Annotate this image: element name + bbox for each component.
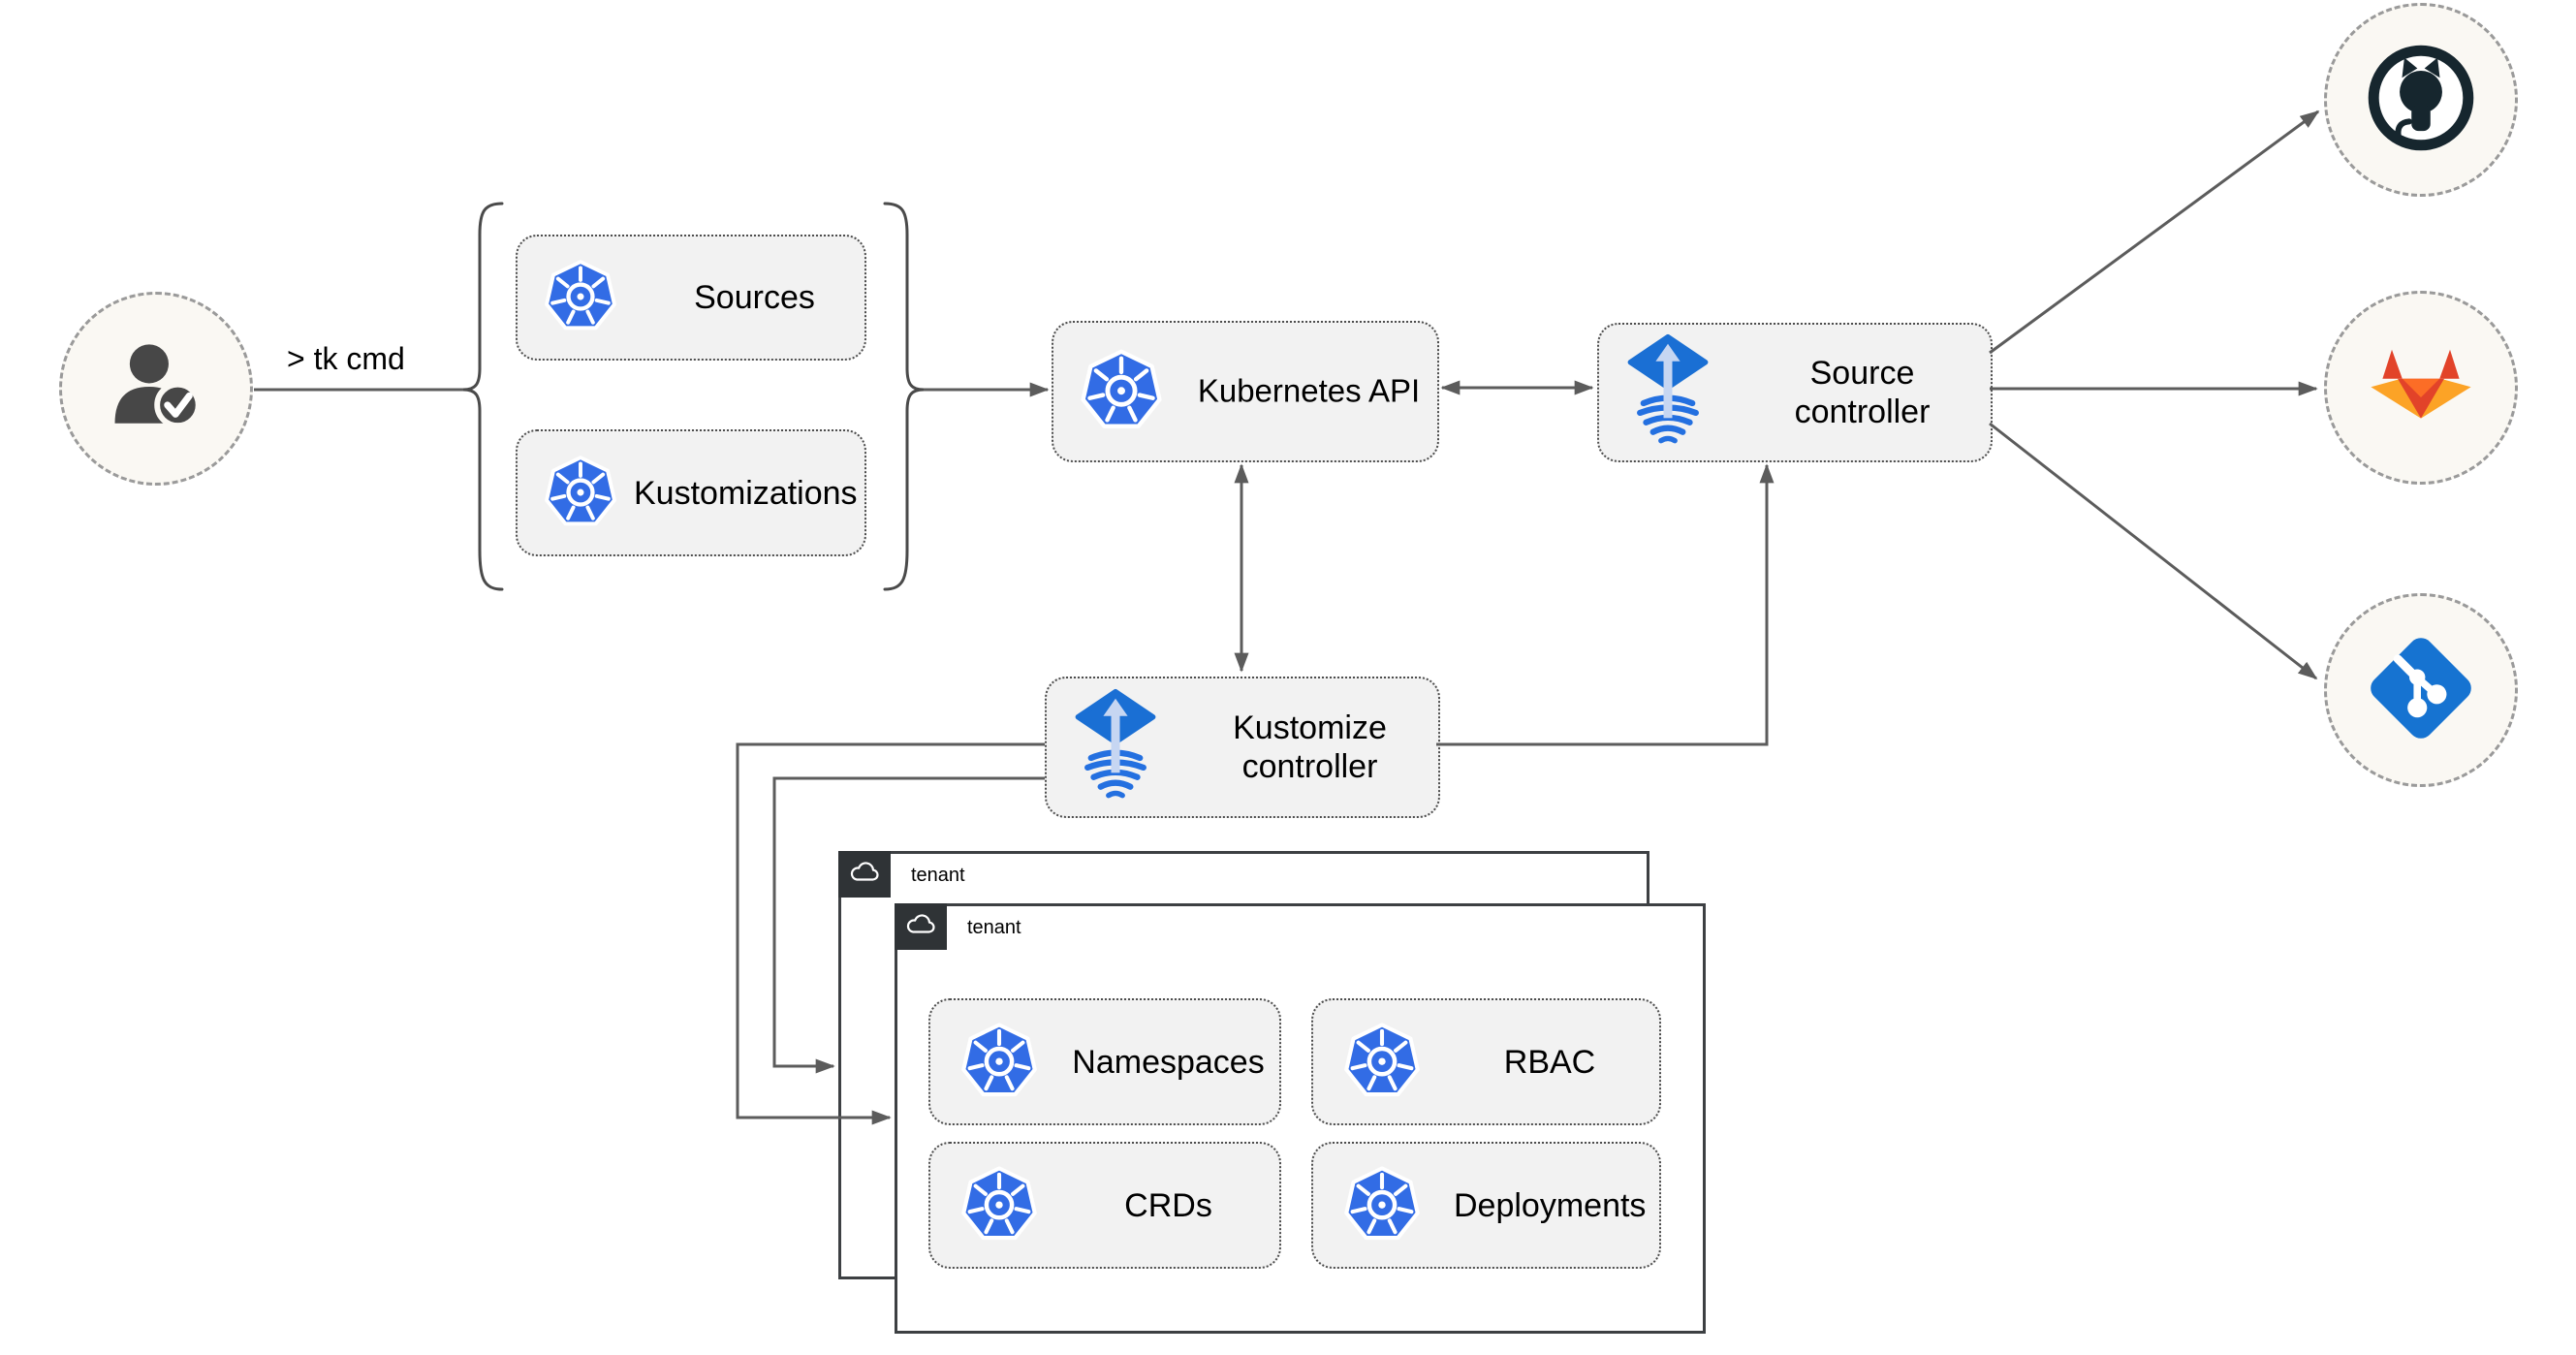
namespaces-box: Namespaces	[928, 998, 1281, 1125]
kustomizations-box: Kustomizations	[516, 429, 866, 556]
user-check-icon	[99, 330, 213, 449]
deployments-label: Deployments	[1454, 1186, 1647, 1224]
kubernetes-wheel-icon	[1342, 1163, 1422, 1247]
namespaces-label: Namespaces	[1072, 1043, 1265, 1081]
source-controller-box: Source controller	[1597, 323, 1993, 462]
edge-source-to-git	[1989, 422, 2318, 680]
kubernetes-api-box: Kubernetes API	[1052, 321, 1439, 462]
edge-source-to-github	[1989, 110, 2320, 355]
cli-command-label: > tk cmd	[287, 341, 405, 376]
git-icon	[2360, 627, 2482, 754]
kubernetes-wheel-icon	[543, 453, 618, 533]
sources-label: Sources	[694, 278, 815, 316]
github-icon	[2362, 39, 2480, 162]
rbac-box: RBAC	[1311, 998, 1661, 1125]
kubernetes-wheel-icon	[1342, 1020, 1422, 1104]
group-brace-left	[462, 202, 504, 591]
crds-label: CRDs	[1124, 1186, 1212, 1224]
group-brace-right	[883, 202, 925, 591]
kubernetes-wheel-icon	[959, 1163, 1039, 1247]
crds-box: CRDs	[928, 1142, 1281, 1269]
tenant-front-tab	[895, 903, 947, 950]
kubernetes-api-label: Kubernetes API	[1197, 372, 1421, 409]
flux-icon	[1072, 688, 1159, 807]
source-controller-label: Source controller	[1794, 354, 1931, 430]
kubernetes-wheel-icon	[1079, 347, 1164, 437]
flux-icon	[1624, 333, 1712, 453]
tenant-back-tab	[838, 851, 891, 898]
tenant-back-label: tenant	[911, 865, 965, 886]
gitlab-circle	[2324, 291, 2518, 485]
gitlab-icon	[2363, 328, 2479, 449]
kubernetes-wheel-icon	[959, 1020, 1039, 1104]
cloud-icon	[848, 861, 881, 889]
cloud-icon	[904, 913, 937, 941]
git-circle	[2324, 593, 2518, 787]
kustomize-controller-label: Kustomize controller	[1233, 709, 1387, 785]
deployments-box: Deployments	[1311, 1142, 1661, 1269]
edge-kustomize-to-source	[1436, 463, 1775, 746]
github-circle	[2324, 3, 2518, 197]
sources-box: Sources	[516, 235, 866, 361]
user-circle	[59, 292, 253, 486]
tenant-front-label: tenant	[967, 917, 1021, 938]
kustomizations-label: Kustomizations	[634, 474, 858, 512]
rbac-label: RBAC	[1503, 1043, 1596, 1081]
kustomize-controller-box: Kustomize controller	[1045, 677, 1440, 818]
kubernetes-wheel-icon	[543, 258, 618, 338]
